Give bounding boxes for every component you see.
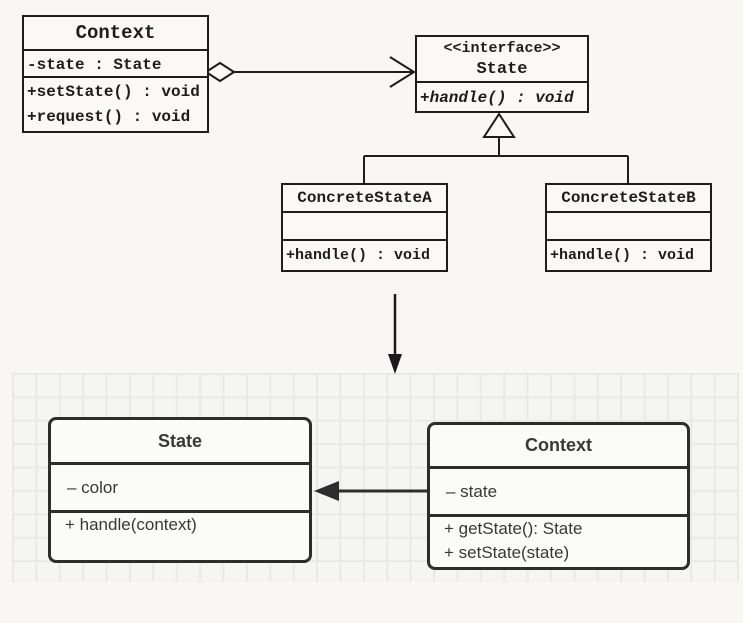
class-title: Context: [24, 17, 207, 51]
association-arrow: [314, 481, 427, 501]
class-attributes-empty: [283, 213, 446, 241]
class-attribute: – state: [430, 469, 687, 517]
class-title: State: [51, 420, 309, 465]
interface-stereotype: <<interface>>: [443, 40, 561, 57]
class-method: +handle() : void: [286, 247, 431, 264]
aggregation-connector: [204, 56, 416, 88]
class-title: ConcreteStateA: [283, 185, 446, 213]
class-attribute: -state : State: [24, 51, 207, 78]
transition-arrow-icon: [388, 294, 402, 374]
class-title: ConcreteStateB: [547, 185, 710, 213]
class-method: + getState(): State: [444, 519, 583, 538]
interface-methods: +handle() : void: [417, 83, 587, 111]
class-method: +request() : void: [27, 108, 191, 126]
open-arrowhead-icon: [389, 56, 416, 88]
interface-name: State: [476, 60, 528, 79]
solid-arrowhead-icon: [314, 481, 339, 501]
aggregation-diamond-icon: [204, 61, 236, 83]
context-class-box: Context -state : State +setState() : voi…: [22, 15, 209, 133]
class-method: + setState(state): [444, 543, 570, 562]
class-method: +setState() : void: [27, 83, 200, 101]
concrete-state-b-box: ConcreteStateB +handle() : void: [545, 183, 712, 272]
class-attributes-empty: [547, 213, 710, 241]
context-class-box-modern: Context – state + getState(): State + se…: [427, 422, 690, 570]
interface-title: <<interface>> State: [417, 37, 587, 83]
class-methods: +handle() : void: [283, 241, 446, 268]
class-methods: +setState() : void +request() : void: [24, 78, 207, 130]
class-attribute: – color: [51, 465, 309, 513]
interface-method: +handle() : void: [420, 89, 574, 107]
class-methods: +handle() : void: [547, 241, 710, 268]
state-interface-box: <<interface>> State +handle() : void: [415, 35, 589, 113]
inheritance-triangle-icon: [482, 112, 516, 138]
class-methods: + handle(context): [51, 513, 309, 537]
class-method: +handle() : void: [550, 247, 695, 264]
class-method: + handle(context): [65, 515, 197, 534]
class-title: Context: [430, 425, 687, 469]
state-class-box-modern: State – color + handle(context): [48, 417, 312, 563]
concrete-state-a-box: ConcreteStateA +handle() : void: [281, 183, 448, 272]
class-methods: + getState(): State + setState(state): [430, 517, 687, 565]
inheritance-connector: [363, 112, 629, 184]
